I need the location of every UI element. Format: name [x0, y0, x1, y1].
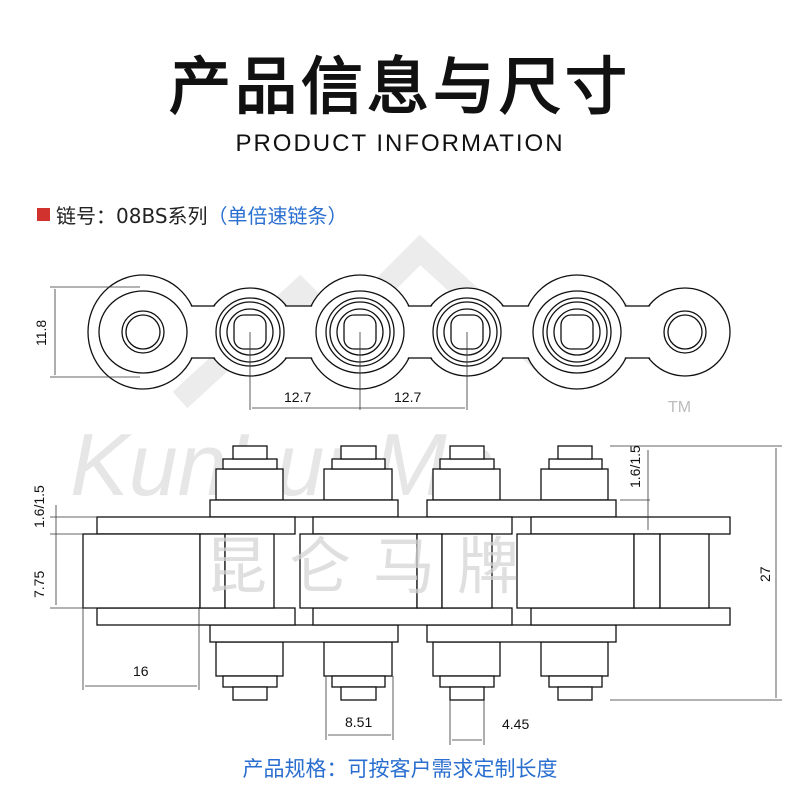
page-title: 产品信息与尺寸 — [168, 50, 631, 123]
watermark-brand-cn: 昆仑马牌 — [205, 530, 541, 603]
chain-top-view: 11.8 12.7 12.7 — [33, 274, 731, 410]
dim-roller-diameter: 8.51 — [345, 714, 372, 730]
product-spec-note: 产品规格：可按客户需求定制长度 — [242, 757, 558, 781]
chain-number-label: 链号：08BS系列 — [56, 204, 208, 228]
dim-overall-width: 27 — [757, 566, 773, 582]
side-view-dimension-lines — [50, 445, 782, 745]
pins — [215, 445, 609, 701]
watermark-tm: TM — [668, 399, 691, 416]
dim-plate-thickness-right: 1.6/1.5 — [627, 445, 643, 488]
chain-side-view: 1.6/1.5 7.75 1.6/1.5 27 16 8.51 4.45 — [31, 445, 782, 745]
dim-pin-diameter: 4.45 — [502, 716, 529, 732]
rollers — [82, 533, 710, 609]
dim-pitch-2: 12.7 — [394, 389, 421, 405]
page-subtitle: PRODUCT INFORMATION — [235, 130, 565, 157]
dim-roller-offset: 16 — [133, 663, 149, 679]
dim-plate-thickness-left: 1.6/1.5 — [31, 485, 47, 528]
red-square-icon — [37, 208, 50, 221]
dim-height: 11.8 — [33, 320, 49, 346]
chain-number-line: 链号：08BS系列 （单倍速链条） — [37, 200, 348, 229]
outer-plates — [209, 499, 617, 643]
chain-type-note: （单倍速链条） — [207, 204, 348, 228]
dim-inner-width: 7.75 — [31, 571, 47, 598]
dim-pitch-1: 12.7 — [284, 389, 311, 405]
top-view-dimension-lines — [50, 286, 468, 410]
inner-plates — [96, 516, 731, 626]
